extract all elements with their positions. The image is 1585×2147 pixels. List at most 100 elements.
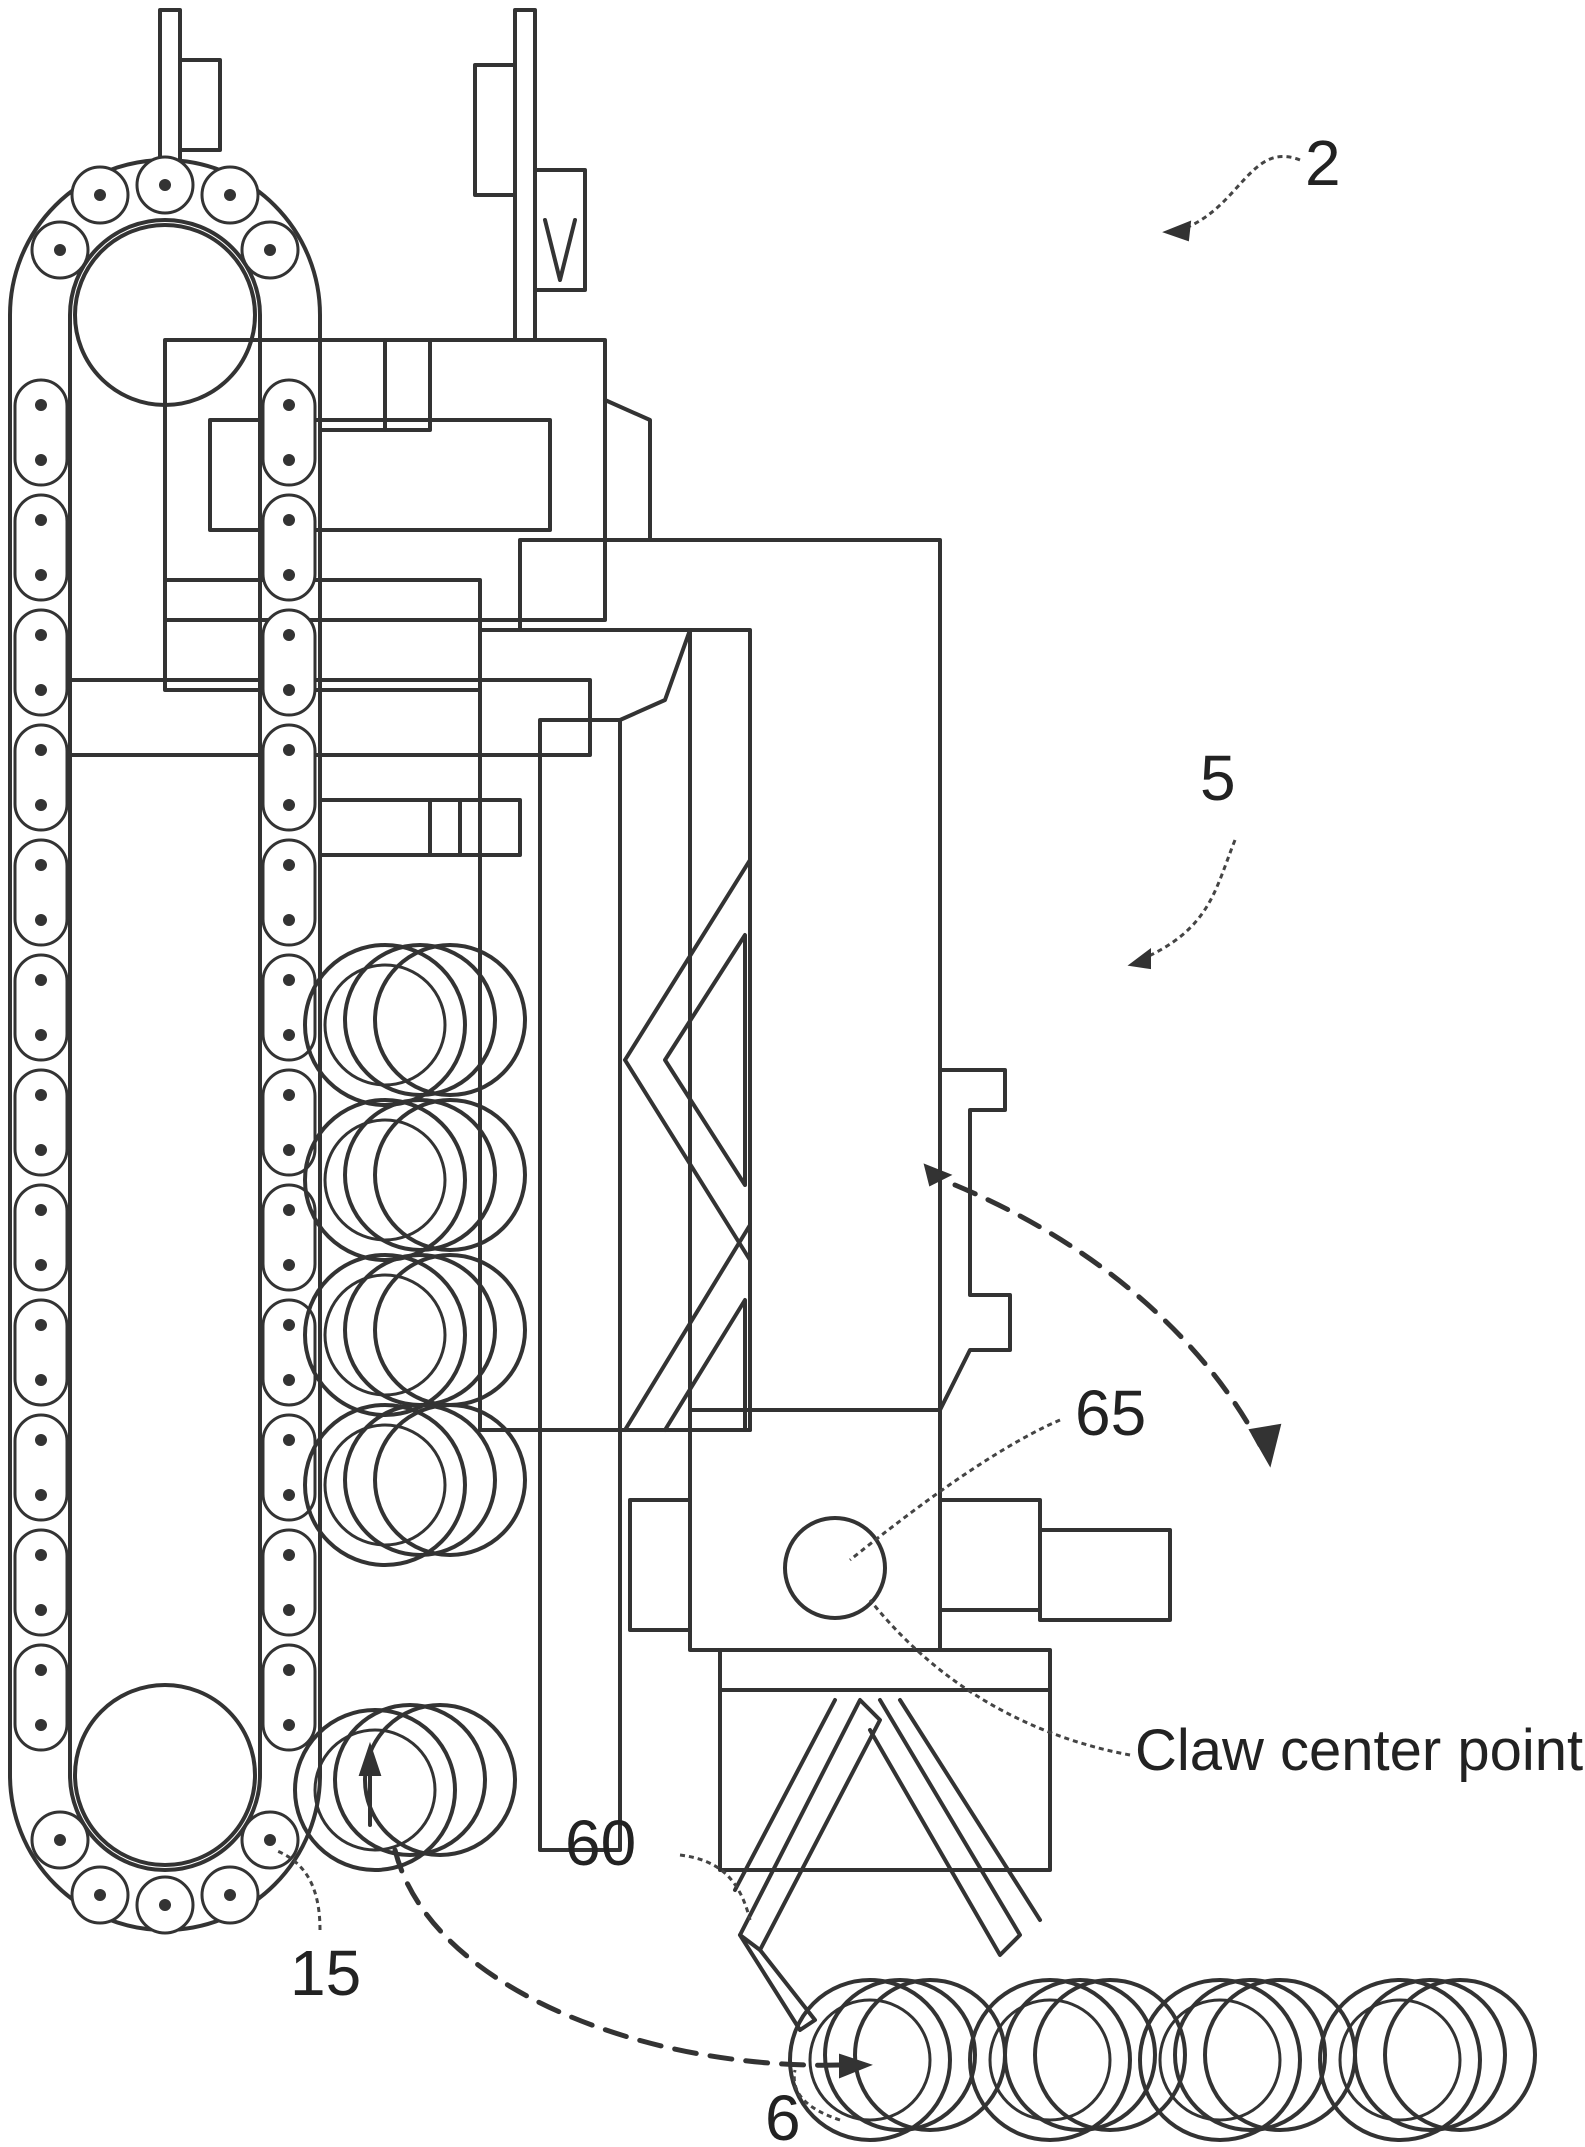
chain-pin	[283, 914, 295, 926]
chain-pin	[283, 859, 295, 871]
magazine-cylinder-front	[305, 1100, 465, 1260]
chain-pin	[35, 399, 47, 411]
chain-link	[15, 955, 67, 1060]
chain-link	[263, 1645, 315, 1750]
pickup-cylinder	[295, 1705, 515, 1870]
main-frame	[480, 540, 940, 1850]
ref-label-15: 15	[290, 1937, 361, 2009]
chain-link	[15, 495, 67, 600]
chain-pin	[283, 399, 295, 411]
chain-pin	[283, 799, 295, 811]
output-cylinder-mid	[1005, 1980, 1155, 2130]
output-cylinder-mid	[825, 1980, 975, 2130]
chain-pin	[283, 569, 295, 581]
ref-label-6: 6	[765, 2082, 801, 2147]
chain-link	[15, 1300, 67, 1405]
chain-pin	[283, 1144, 295, 1156]
chain-pin	[35, 1259, 47, 1271]
chain-pin	[35, 914, 47, 926]
chain-pin	[283, 629, 295, 641]
chain-pin	[35, 1604, 47, 1616]
chain-pin	[35, 569, 47, 581]
chain-pin	[264, 1834, 276, 1846]
output-cylinder-mid	[1175, 1980, 1325, 2130]
chain-link	[263, 610, 315, 715]
upper-housing	[165, 340, 650, 690]
cross-bars	[70, 680, 590, 855]
chain-pin	[283, 1029, 295, 1041]
top-mount-right	[475, 10, 585, 340]
output-cylinder-mid	[1355, 1980, 1505, 2130]
magazine-cylinder-front	[305, 945, 465, 1105]
chain-pin	[35, 1664, 47, 1676]
chain-pin	[35, 1719, 47, 1731]
chain-link	[15, 840, 67, 945]
chain-pin	[283, 1604, 295, 1616]
chain-pin	[94, 1889, 106, 1901]
claw-pivot-block	[630, 1410, 1170, 1870]
chain-link	[263, 380, 315, 485]
chain-pin	[283, 1434, 295, 1446]
chain-pin	[283, 454, 295, 466]
output-cylinder-front	[1140, 1980, 1300, 2140]
chain-pin	[35, 1319, 47, 1331]
chain-link	[15, 1530, 67, 1635]
chain-pin	[35, 1144, 47, 1156]
chain-pin	[35, 514, 47, 526]
chain-pin	[35, 744, 47, 756]
chain-link	[15, 380, 67, 485]
chain-link	[263, 495, 315, 600]
chain-link	[15, 1070, 67, 1175]
chain-link	[263, 1530, 315, 1635]
chain-link	[15, 1185, 67, 1290]
chain-pin	[159, 1899, 171, 1911]
chain-pin	[283, 744, 295, 756]
chain-pin	[35, 1374, 47, 1386]
chain-pin	[283, 1719, 295, 1731]
chain-link	[15, 1645, 67, 1750]
chain-link	[263, 725, 315, 830]
bottom-sprocket	[75, 1685, 255, 1865]
chain-link	[15, 725, 67, 830]
chain-pin	[35, 1434, 47, 1446]
chain-pin	[283, 1259, 295, 1271]
chain-pin	[283, 1319, 295, 1331]
transfer-arrow	[395, 1850, 870, 2077]
chain-pin	[283, 1204, 295, 1216]
ref-label-2: 2	[1305, 127, 1341, 199]
chain-pin	[35, 684, 47, 696]
chain-pin	[35, 629, 47, 641]
magazine-cylinders	[305, 945, 525, 1565]
chain-link	[15, 1415, 67, 1520]
side-bracket	[940, 1070, 1010, 1410]
pivot-65	[785, 1518, 885, 1618]
chain-pin	[283, 514, 295, 526]
claw-center-point-label: Claw center point	[1135, 1718, 1583, 1783]
chain-pin	[283, 684, 295, 696]
chain-pin	[283, 1664, 295, 1676]
chain-pin	[35, 859, 47, 871]
chain-pin	[224, 189, 236, 201]
chain-pin	[35, 454, 47, 466]
chain-pin	[35, 1029, 47, 1041]
ref-label-5: 5	[1200, 742, 1236, 814]
chain-pin	[35, 1204, 47, 1216]
output-cylinder-front	[970, 1980, 1130, 2140]
chain-pin	[35, 974, 47, 986]
chain-pin	[283, 974, 295, 986]
ref-label-60: 60	[565, 1807, 636, 1879]
chain-pin	[35, 799, 47, 811]
top-mount-left	[160, 10, 220, 180]
chain-pin	[94, 189, 106, 201]
chain-link	[15, 610, 67, 715]
chain-pin	[283, 1549, 295, 1561]
chain-pin	[35, 1089, 47, 1101]
ref-label-65: 65	[1075, 1377, 1146, 1449]
chain-pin	[35, 1489, 47, 1501]
magazine-cylinder-front	[305, 1405, 465, 1565]
output-cylinder-front	[1320, 1980, 1480, 2140]
chain-link	[263, 840, 315, 945]
chain-pin	[224, 1889, 236, 1901]
chain-pin	[283, 1374, 295, 1386]
